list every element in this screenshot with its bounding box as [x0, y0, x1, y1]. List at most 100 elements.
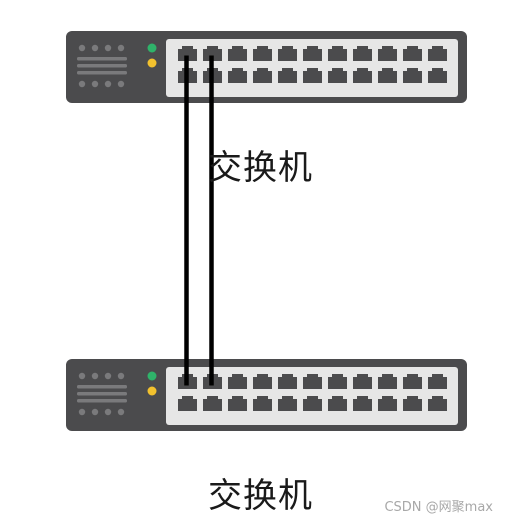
- ethernet-port: [203, 49, 222, 61]
- vent-slot: [77, 399, 127, 403]
- ethernet-port: [278, 399, 297, 411]
- ethernet-port: [378, 49, 397, 61]
- ethernet-port-tab: [282, 374, 293, 378]
- switch-top: [66, 31, 467, 103]
- ethernet-port: [353, 399, 372, 411]
- ethernet-port-tab: [432, 46, 443, 50]
- ethernet-port-tab: [182, 396, 193, 400]
- status-led-green: [147, 371, 157, 381]
- switch-bottom-label: 交换机: [208, 476, 313, 516]
- ethernet-port-tab: [257, 46, 268, 50]
- ethernet-port: [403, 49, 422, 61]
- ethernet-port-tab: [307, 46, 318, 50]
- ethernet-port-tab: [257, 374, 268, 378]
- ethernet-port: [328, 399, 347, 411]
- ethernet-port: [253, 377, 272, 389]
- watermark: CSDN @网聚max: [384, 500, 493, 515]
- vent-hole: [117, 44, 125, 52]
- vent-hole: [91, 408, 99, 416]
- ethernet-port-tab: [232, 374, 243, 378]
- ethernet-port: [403, 399, 422, 411]
- vent-slot: [77, 385, 127, 389]
- vent-hole: [91, 372, 99, 380]
- vent-hole: [117, 408, 125, 416]
- ethernet-port-tab: [332, 396, 343, 400]
- ethernet-port: [428, 399, 447, 411]
- ethernet-port: [278, 49, 297, 61]
- ethernet-port-tab: [332, 374, 343, 378]
- vent-slot: [77, 57, 127, 61]
- vent-hole: [78, 372, 86, 380]
- vent-slot: [77, 392, 127, 396]
- ethernet-port: [378, 377, 397, 389]
- ethernet-port: [253, 399, 272, 411]
- ethernet-port-tab: [432, 396, 443, 400]
- vent-hole: [104, 80, 112, 88]
- ethernet-port: [328, 71, 347, 83]
- ethernet-port-tab: [382, 68, 393, 72]
- ethernet-port: [353, 49, 372, 61]
- ethernet-port-tab: [232, 46, 243, 50]
- ethernet-port: [228, 71, 247, 83]
- vent-hole: [104, 408, 112, 416]
- ethernet-port-tab: [432, 374, 443, 378]
- ethernet-port: [428, 377, 447, 389]
- vent-slot: [77, 71, 127, 75]
- ethernet-port-tab: [282, 396, 293, 400]
- ethernet-port-tab: [357, 396, 368, 400]
- vent-hole: [104, 44, 112, 52]
- status-led-yellow: [147, 58, 157, 68]
- ethernet-port: [428, 71, 447, 83]
- ethernet-port: [378, 71, 397, 83]
- ethernet-port-tab: [282, 46, 293, 50]
- ethernet-port-tab: [382, 374, 393, 378]
- ethernet-port: [228, 377, 247, 389]
- ethernet-port: [278, 71, 297, 83]
- ethernet-port-tab: [332, 68, 343, 72]
- ethernet-port-tab: [257, 396, 268, 400]
- ethernet-port-tab: [332, 46, 343, 50]
- ethernet-port-tab: [432, 68, 443, 72]
- ethernet-port-tab: [357, 68, 368, 72]
- vent-hole: [117, 372, 125, 380]
- ethernet-port-tab: [307, 374, 318, 378]
- vent-hole: [104, 372, 112, 380]
- status-led-yellow: [147, 386, 157, 396]
- ethernet-port: [303, 399, 322, 411]
- ethernet-port: [278, 377, 297, 389]
- ethernet-port-tab: [382, 396, 393, 400]
- ethernet-port-tab: [307, 396, 318, 400]
- ethernet-port: [178, 49, 197, 61]
- ethernet-port-tab: [407, 374, 418, 378]
- ethernet-port: [328, 377, 347, 389]
- ethernet-port: [378, 399, 397, 411]
- status-led-green: [147, 43, 157, 53]
- ethernet-port: [228, 49, 247, 61]
- switch-bottom: [66, 359, 467, 431]
- vent-hole: [78, 80, 86, 88]
- ethernet-port: [303, 71, 322, 83]
- ethernet-port: [203, 399, 222, 411]
- ethernet-port: [253, 71, 272, 83]
- ethernet-port-tab: [207, 46, 218, 50]
- ethernet-port-tab: [382, 46, 393, 50]
- vent-hole: [78, 408, 86, 416]
- vent-hole: [91, 80, 99, 88]
- ethernet-port-tab: [232, 68, 243, 72]
- vent-hole: [91, 44, 99, 52]
- ethernet-port-tab: [307, 68, 318, 72]
- ethernet-port-tab: [232, 396, 243, 400]
- ethernet-port-tab: [407, 68, 418, 72]
- ethernet-port: [303, 49, 322, 61]
- ethernet-port: [303, 377, 322, 389]
- ethernet-port: [353, 377, 372, 389]
- ethernet-port-tab: [257, 68, 268, 72]
- ethernet-port-tab: [407, 46, 418, 50]
- switch-top-label: 交换机: [208, 148, 313, 188]
- vent-hole: [117, 80, 125, 88]
- ethernet-port: [228, 399, 247, 411]
- ethernet-port: [403, 71, 422, 83]
- ethernet-port: [353, 71, 372, 83]
- ethernet-port: [428, 49, 447, 61]
